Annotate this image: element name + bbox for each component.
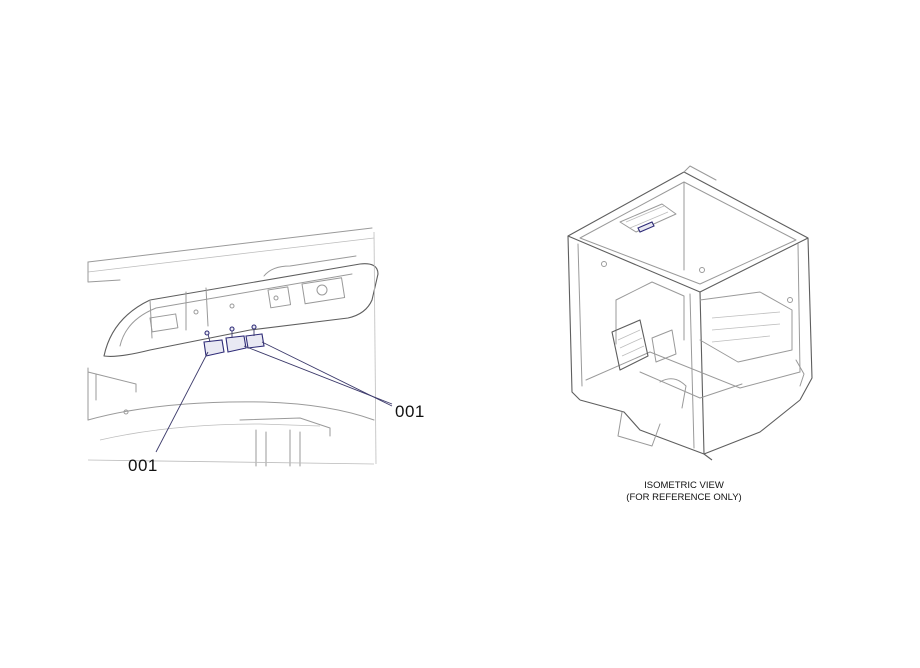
lamp-bolt (204, 330, 210, 336)
rear-wall-lines (711, 311, 781, 343)
front-right-pillar-inner (689, 293, 695, 449)
floor-tunnel (639, 371, 743, 399)
lower-left-bracket (87, 371, 137, 401)
front-left-pillar-inner (577, 243, 583, 387)
floor-rear-edge (585, 351, 801, 389)
rear-right-pillar-inner (797, 243, 801, 373)
lower-sill-inner (99, 423, 321, 441)
crop-line-bottom (87, 459, 375, 465)
work-lamp-2 (225, 335, 247, 353)
armrest-panel (651, 329, 677, 363)
lamp-bolt (229, 326, 235, 332)
rear-right-pillar (799, 237, 813, 401)
roof-lamp-highlight (637, 221, 655, 233)
bottom-block (239, 417, 331, 437)
caption-line-2: (FOR REFERENCE ONLY) (626, 492, 742, 503)
floor-pedal (659, 378, 687, 409)
upper-bracket (263, 255, 357, 277)
bolt (273, 295, 279, 301)
crop-line-right (373, 231, 377, 465)
work-lamp-assembly (203, 324, 265, 357)
door-hinge (795, 359, 805, 387)
bolt (193, 309, 199, 315)
floor-front-edge (579, 399, 801, 455)
beam-opening-3 (301, 277, 346, 305)
work-lamp-1 (203, 339, 225, 357)
leader-line-left (155, 351, 209, 453)
callout-label-001-left: 001 (128, 456, 158, 475)
roof-edge-line-inner (87, 237, 375, 273)
isometric-caption: ISOMETRIC VIEW (FOR REFERENCE ONLY) (584, 480, 784, 504)
rear-console (615, 281, 685, 345)
work-lamp-3 (245, 333, 265, 349)
roof-frame-outer (567, 171, 809, 293)
header-beam-inner-edge (119, 273, 353, 347)
lamp-bolt (251, 324, 257, 330)
roof-corner (87, 261, 121, 283)
beam-opening-1 (149, 313, 179, 333)
bottom-posts (255, 429, 301, 467)
beam-opening-2 (267, 286, 292, 309)
step-plate (617, 411, 661, 447)
fixing-point (699, 267, 705, 273)
roof-frame-inner (579, 181, 797, 285)
rear-wall-panel (699, 291, 793, 363)
side-control-panel (611, 319, 649, 371)
front-header-beam (103, 263, 379, 357)
fixing-point (787, 297, 793, 303)
lower-sill-curve (87, 401, 375, 421)
caption-line-1: ISOMETRIC VIEW (644, 480, 724, 491)
roof-electronics (619, 203, 677, 233)
control-panel-switches (617, 329, 645, 357)
beam-fitting (316, 284, 328, 296)
roof-edge-line (87, 227, 373, 263)
fixing-point (601, 261, 607, 267)
front-left-pillar (567, 235, 581, 401)
roof-electronics-detail (625, 205, 669, 229)
detail-view (87, 227, 393, 467)
callout-label-001-right: 001 (395, 402, 425, 421)
isometric-cab-view (567, 165, 813, 461)
leader-line-right-b (261, 341, 393, 407)
roof-corner-rear (683, 165, 717, 181)
bolt (229, 303, 235, 309)
